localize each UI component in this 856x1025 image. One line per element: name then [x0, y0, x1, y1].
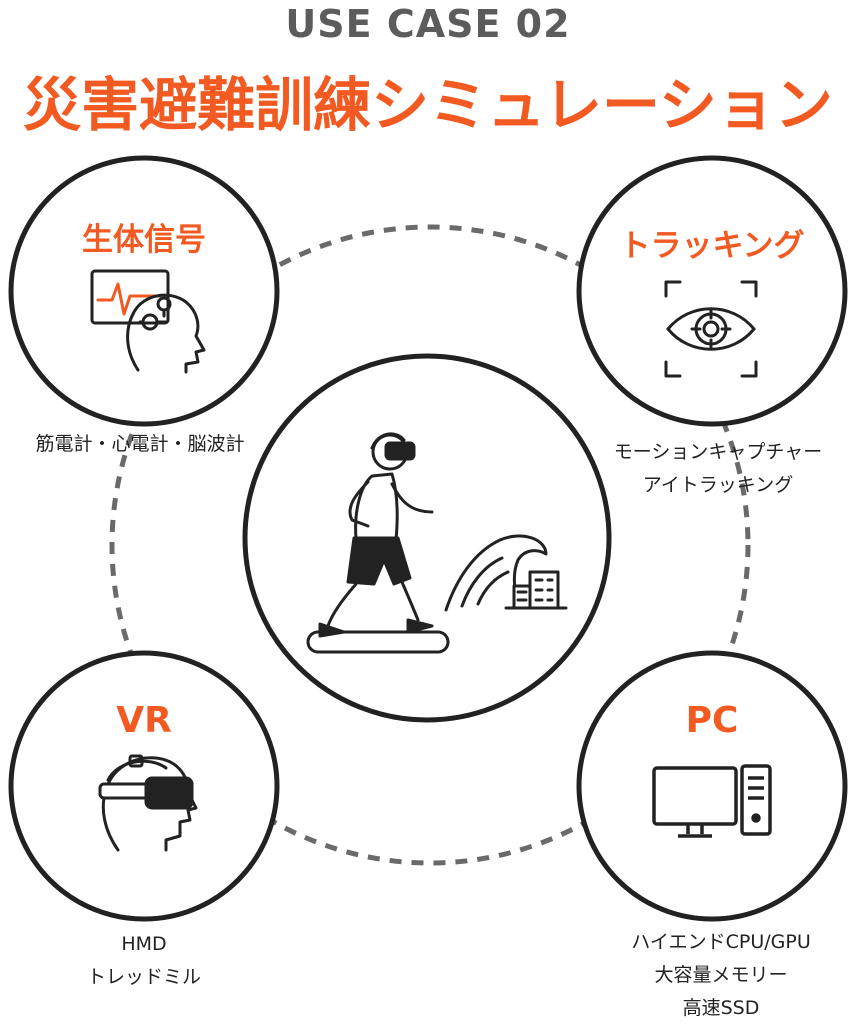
pc-description-line: 大容量メモリー	[654, 964, 788, 986]
tracking-circle	[576, 155, 848, 427]
use-case-kicker: USE CASE 02	[285, 2, 571, 46]
dashed-connector-ring	[109, 224, 751, 866]
bio-circle	[8, 155, 280, 427]
tracking-description: モーションキャプチャー アイトラッキング	[590, 436, 846, 502]
vr-description: HMD トレッドミル	[44, 928, 244, 994]
vr-description-line: HMD	[121, 933, 167, 955]
bio-description: 筋電計・心電計・脳波計	[0, 428, 280, 461]
pc-circle	[576, 650, 848, 922]
pc-description: ハイエンドCPU/GPU 大容量メモリー 高速SSD	[596, 926, 846, 1025]
pc-description-line: ハイエンドCPU/GPU	[631, 931, 811, 953]
vr-label: VR	[116, 700, 172, 741]
center-circle	[242, 353, 612, 723]
person-walking-treadmill-tsunami-icon	[306, 432, 568, 654]
page-title: 災害避難訓練シミュレーション	[23, 71, 833, 139]
pc-description-line: 高速SSD	[682, 997, 760, 1019]
bio-label: 生体信号	[82, 222, 206, 258]
tracking-label: トラッキング	[619, 228, 805, 264]
brain-monitor-icon	[90, 269, 206, 374]
vr-description-line: トレッドミル	[86, 966, 201, 988]
vr-headset-icon	[98, 754, 198, 852]
tracking-description-line: アイトラッキング	[642, 474, 794, 496]
bio-description-line: 筋電計・心電計・脳波計	[35, 433, 245, 455]
pc-label: PC	[685, 700, 739, 741]
tracking-description-line: モーションキャプチャー	[613, 441, 823, 463]
desktop-pc-icon	[652, 764, 772, 838]
eye-target-icon	[664, 280, 758, 378]
